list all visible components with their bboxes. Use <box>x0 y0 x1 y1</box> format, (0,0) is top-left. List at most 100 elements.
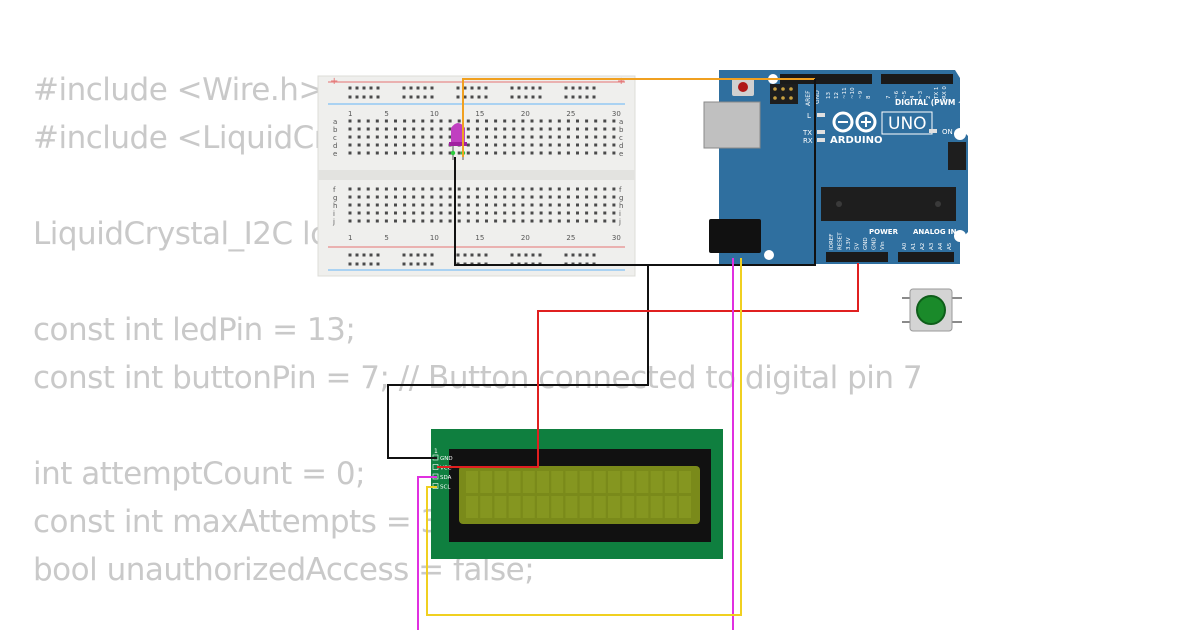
breadboard-hole[interactable] <box>548 219 552 223</box>
breadboard-hole[interactable] <box>384 119 388 123</box>
breadboard-hole[interactable] <box>403 135 407 139</box>
breadboard-hole[interactable] <box>448 127 452 131</box>
breadboard-hole[interactable] <box>439 203 443 207</box>
breadboard-hole[interactable] <box>412 211 416 215</box>
breadboard-hole[interactable] <box>548 187 552 191</box>
breadboard-hole[interactable] <box>348 135 352 139</box>
breadboard-hole[interactable] <box>530 219 534 223</box>
breadboard-hole[interactable] <box>366 187 370 191</box>
breadboard-hole[interactable] <box>357 211 361 215</box>
breadboard-hole[interactable] <box>403 151 407 155</box>
breadboard-hole[interactable] <box>362 95 366 99</box>
breadboard-hole[interactable] <box>394 119 397 123</box>
breadboard-hole[interactable] <box>375 195 379 199</box>
breadboard-hole[interactable] <box>517 253 521 257</box>
breadboard-hole[interactable] <box>421 143 425 147</box>
breadboard-hole[interactable] <box>475 143 479 147</box>
breadboard-hole[interactable] <box>603 187 607 191</box>
breadboard-hole[interactable] <box>409 95 413 99</box>
breadboard-hole[interactable] <box>585 135 589 139</box>
breadboard-hole[interactable] <box>594 219 598 223</box>
breadboard-hole[interactable] <box>557 203 561 207</box>
breadboard-hole[interactable] <box>348 119 352 123</box>
breadboard-hole[interactable] <box>494 151 498 155</box>
breadboard-hole[interactable] <box>366 135 370 139</box>
breadboard-hole[interactable] <box>457 195 461 199</box>
breadboard-hole[interactable] <box>394 151 397 155</box>
breadboard-hole[interactable] <box>531 86 535 90</box>
breadboard-hole[interactable] <box>576 119 579 123</box>
breadboard-hole[interactable] <box>503 151 507 155</box>
breadboard-hole[interactable] <box>409 253 413 257</box>
breadboard-hole[interactable] <box>463 253 467 257</box>
breadboard-hole[interactable] <box>357 135 361 139</box>
breadboard-hole[interactable] <box>571 95 575 99</box>
breadboard-hole[interactable] <box>421 211 425 215</box>
breadboard-hole[interactable] <box>612 219 616 223</box>
breadboard-hole[interactable] <box>485 127 488 131</box>
breadboard-hole[interactable] <box>557 151 561 155</box>
breadboard-hole[interactable] <box>348 219 352 223</box>
breadboard-hole[interactable] <box>375 203 379 207</box>
breadboard-hole[interactable] <box>348 187 352 191</box>
breadboard-hole[interactable] <box>384 151 388 155</box>
breadboard-hole[interactable] <box>503 195 507 199</box>
breadboard-hole[interactable] <box>592 95 596 99</box>
breadboard-hole[interactable] <box>594 203 598 207</box>
breadboard-hole[interactable] <box>394 143 397 147</box>
breadboard-hole[interactable] <box>409 262 413 266</box>
breadboard-hole[interactable] <box>348 195 352 199</box>
breadboard-hole[interactable] <box>485 135 488 139</box>
breadboard-hole[interactable] <box>585 253 589 257</box>
breadboard-hole[interactable] <box>456 86 460 90</box>
breadboard-hole[interactable] <box>416 253 420 257</box>
breadboard-hole[interactable] <box>576 151 579 155</box>
breadboard-hole[interactable] <box>521 135 525 139</box>
breadboard-hole[interactable] <box>521 151 525 155</box>
breadboard-hole[interactable] <box>448 211 452 215</box>
breadboard-hole[interactable] <box>594 151 598 155</box>
led-component[interactable] <box>449 123 467 160</box>
breadboard-hole[interactable] <box>348 151 352 155</box>
breadboard-hole[interactable] <box>592 86 596 90</box>
breadboard-hole[interactable] <box>530 135 534 139</box>
breadboard-hole[interactable] <box>375 119 379 123</box>
breadboard-hole[interactable] <box>521 119 525 123</box>
breadboard-hole[interactable] <box>494 203 498 207</box>
breadboard-hole[interactable] <box>612 203 616 207</box>
breadboard-hole[interactable] <box>412 119 416 123</box>
breadboard-hole[interactable] <box>357 151 361 155</box>
breadboard-hole[interactable] <box>394 195 397 199</box>
breadboard-hole[interactable] <box>539 143 543 147</box>
breadboard-hole[interactable] <box>512 203 516 207</box>
breadboard-hole[interactable] <box>369 95 373 99</box>
breadboard-hole[interactable] <box>484 95 488 99</box>
breadboard-hole[interactable] <box>457 203 461 207</box>
breadboard-hole[interactable] <box>530 127 534 131</box>
breadboard-hole[interactable] <box>524 86 528 90</box>
breadboard-hole[interactable] <box>557 143 561 147</box>
breadboard-hole[interactable] <box>375 219 379 223</box>
breadboard-hole[interactable] <box>603 203 607 207</box>
breadboard-hole[interactable] <box>430 253 434 257</box>
breadboard-hole[interactable] <box>603 143 607 147</box>
breadboard-hole[interactable] <box>566 143 570 147</box>
breadboard-hole[interactable] <box>430 151 434 155</box>
breadboard-hole[interactable] <box>594 187 598 191</box>
breadboard-hole[interactable] <box>571 253 575 257</box>
button-cap-icon[interactable] <box>916 295 946 325</box>
breadboard-hole[interactable] <box>539 211 543 215</box>
breadboard-hole[interactable] <box>539 135 543 139</box>
breadboard-hole[interactable] <box>421 151 425 155</box>
breadboard-hole[interactable] <box>576 211 579 215</box>
breadboard-hole[interactable] <box>503 135 507 139</box>
breadboard-hole[interactable] <box>521 203 525 207</box>
breadboard-hole[interactable] <box>503 219 507 223</box>
breadboard-hole[interactable] <box>423 86 427 90</box>
breadboard-hole[interactable] <box>457 219 461 223</box>
breadboard-hole[interactable] <box>512 119 516 123</box>
breadboard-hole[interactable] <box>412 151 416 155</box>
breadboard-hole[interactable] <box>376 253 380 257</box>
breadboard-hole[interactable] <box>421 127 425 131</box>
